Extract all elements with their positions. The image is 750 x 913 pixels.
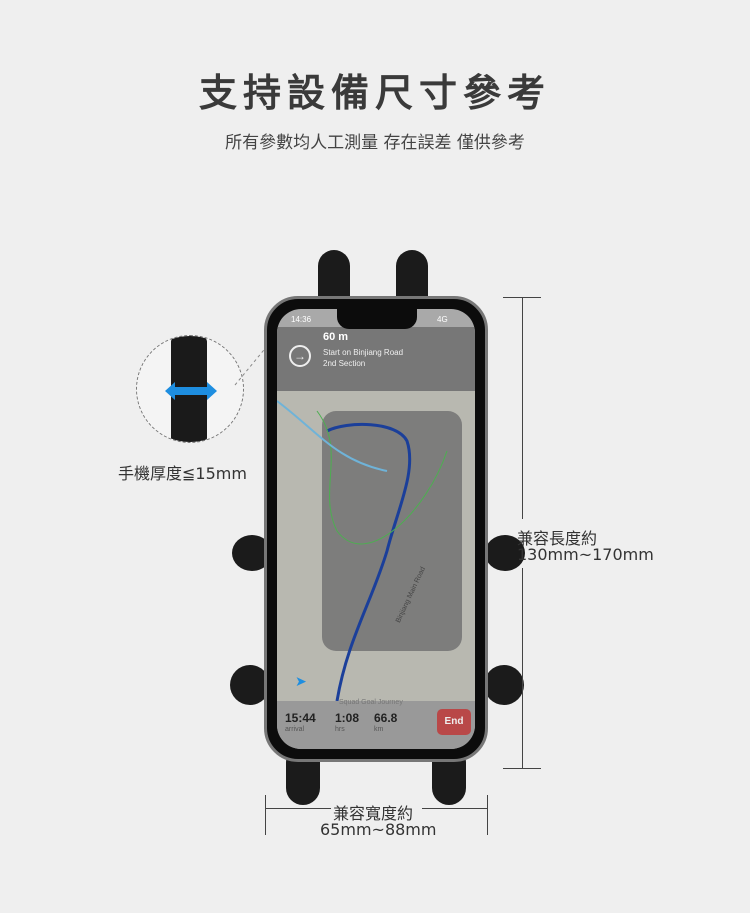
page-subtitle: 所有參數均人工測量 存在誤差 僅供參考: [225, 133, 525, 153]
phone-notch: [337, 309, 417, 329]
navigation-banner: → 60 m Start on Binjiang Road 2nd Sectio…: [277, 327, 475, 391]
arrival-label: arrival: [285, 726, 305, 733]
lower-left-grip: [230, 665, 270, 705]
nav-distance: 60 m: [323, 331, 349, 343]
thickness-inset: [136, 335, 244, 443]
duration: 1:08: [335, 711, 360, 725]
arrival-time: 15:44: [285, 711, 316, 725]
double-arrow-icon: [165, 382, 217, 400]
status-network: 4G: [437, 315, 448, 324]
nav-instruction-1: Start on Binjiang Road: [323, 348, 404, 357]
width-dimension-line-right: [422, 808, 487, 809]
width-label: 兼容寬度約: [333, 804, 414, 823]
phone-screen: → 60 m Start on Binjiang Road 2nd Sectio…: [277, 309, 475, 749]
status-time: 14:36: [291, 315, 312, 324]
length-dimension-line-lower: [522, 568, 523, 768]
map: Binjiang Main Road ➤: [277, 391, 475, 701]
right-grip: [485, 535, 525, 571]
length-range: 130mm~170mm: [517, 545, 654, 564]
length-tick-top: [503, 297, 541, 298]
phone: → 60 m Start on Binjiang Road 2nd Sectio…: [264, 296, 488, 762]
end-button[interactable]: End: [437, 709, 471, 735]
nav-instruction-2: 2nd Section: [323, 359, 366, 368]
width-dimension-line-left: [265, 808, 331, 809]
page-title: 支持設備尺寸參考: [198, 71, 551, 115]
width-tick-right: [487, 795, 488, 835]
length-label: 兼容長度約: [517, 529, 598, 548]
lower-right-grip: [484, 665, 524, 705]
length-tick-bottom: [503, 768, 541, 769]
distance-unit: km: [374, 726, 384, 733]
route-name: Squad Goal Journey: [339, 699, 403, 706]
width-range: 65mm~88mm: [320, 820, 437, 839]
inset-connector: [234, 344, 269, 386]
total-distance: 66.8: [374, 711, 398, 725]
width-tick-left: [265, 795, 266, 835]
thickness-label: 手機厚度≦15mm: [118, 464, 247, 483]
location-arrow-icon: ➤: [295, 673, 307, 689]
turn-arrow-icon: →: [289, 345, 311, 367]
route-path: [277, 400, 448, 701]
duration-label: hrs: [335, 726, 345, 733]
length-dimension-line: [522, 297, 523, 519]
